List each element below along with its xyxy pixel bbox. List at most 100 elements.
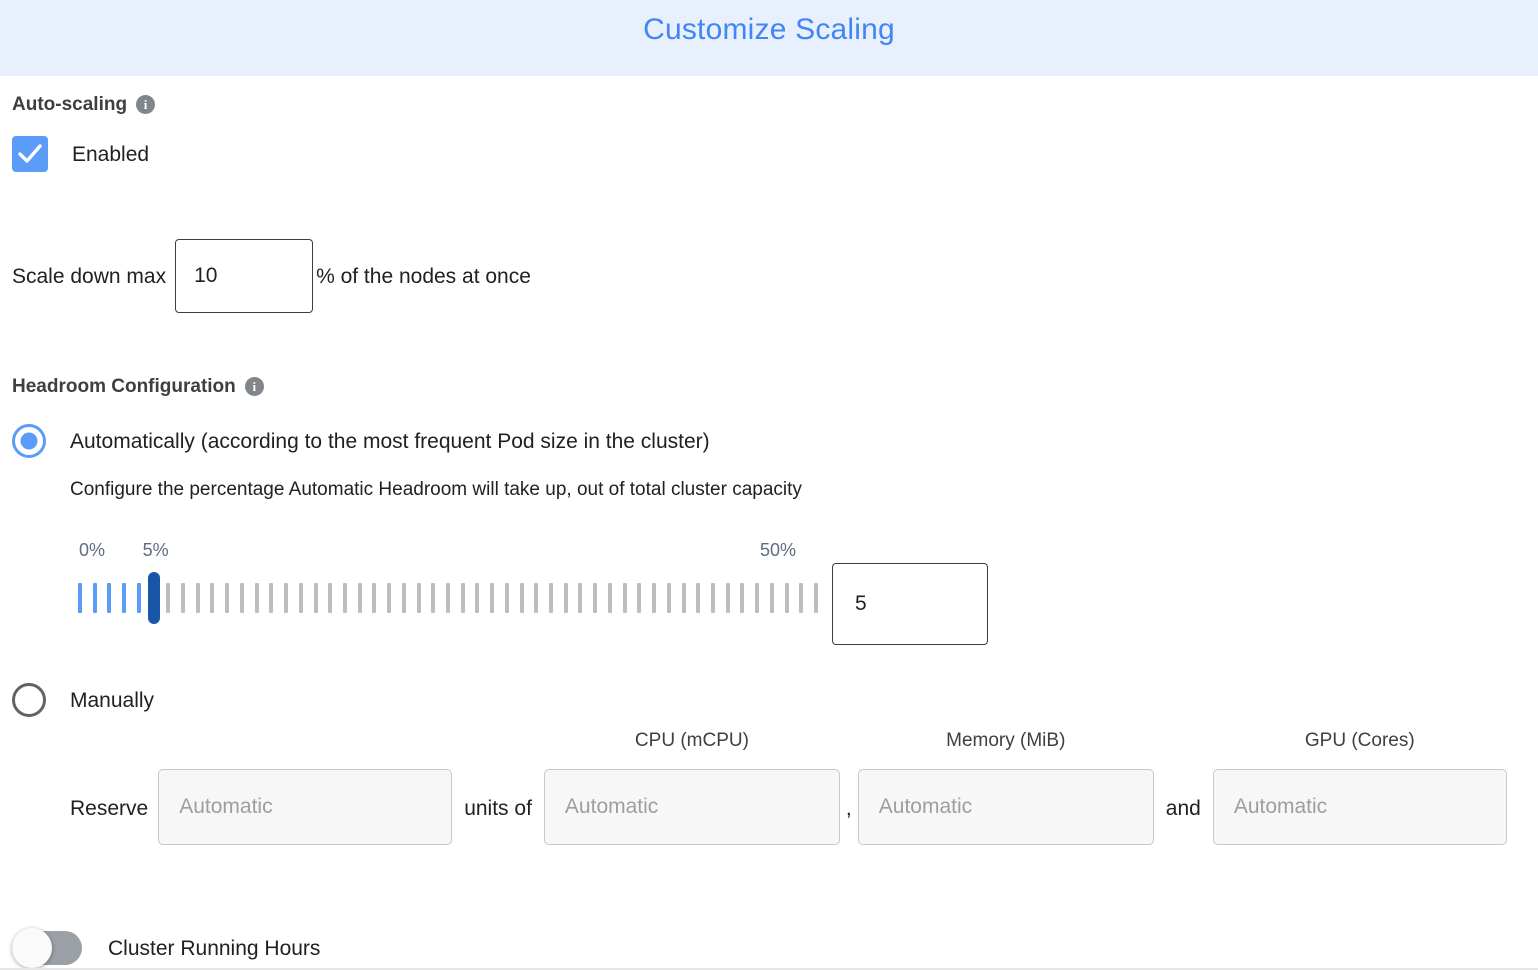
slider-tick	[225, 583, 230, 613]
reserve-gpu-header: GPU (Cores)	[1304, 730, 1415, 751]
reserve-label: Reserve	[70, 797, 149, 820]
slider-tick	[607, 583, 612, 613]
slider-tick	[210, 583, 215, 613]
slider-tick	[725, 583, 730, 613]
auto-scaling-enabled-checkbox[interactable]	[12, 136, 48, 172]
slider-tick-labels: 0% 5% 50%	[78, 541, 814, 567]
headroom-info-icon[interactable]: i	[244, 377, 264, 396]
headroom-percentage-slider-area: 0% 5% 50%	[12, 541, 1526, 645]
scale-down-max-suffix: % of the nodes at once	[316, 264, 531, 288]
slider-tick	[254, 583, 259, 613]
headroom-header: Headroom Configuration i	[12, 377, 1526, 396]
slider-tick	[799, 583, 804, 613]
headroom-slider[interactable]: 0% 5% 50%	[78, 541, 818, 624]
slider-tick	[357, 583, 362, 613]
slider-tick	[519, 583, 524, 613]
slider-tick	[107, 583, 112, 613]
slider-tick	[563, 583, 568, 613]
reserve-memory-input[interactable]	[857, 769, 1154, 845]
slider-tick	[136, 583, 141, 613]
slider-tick	[696, 583, 701, 613]
headroom-configuration-section: Headroom Configuration i Automatically (…	[12, 377, 1526, 845]
headroom-automatic-description: Configure the percentage Automatic Headr…	[70, 479, 802, 500]
toggle-knob	[12, 928, 52, 968]
slider-tick	[401, 583, 406, 613]
headroom-percentage-input[interactable]	[832, 563, 988, 645]
slider-tick	[769, 583, 774, 613]
slider-tick	[475, 583, 480, 613]
reserve-count-input[interactable]	[158, 769, 453, 845]
units-of-label: units of	[464, 797, 532, 820]
auto-scaling-enabled-row[interactable]: Enabled	[12, 136, 1526, 172]
slider-tick	[593, 583, 598, 613]
reserve-cpu-col: CPU (mCPU)	[543, 730, 840, 845]
reserve-memory-col: Memory (MiB)	[857, 730, 1154, 845]
slider-tick	[328, 583, 333, 613]
slider-tick	[92, 583, 97, 613]
slider-tick	[313, 583, 318, 613]
headroom-manual-section: Manually Reserve units of CPU (mCPU) , M…	[12, 683, 1526, 845]
headroom-automatic-radio[interactable]	[12, 424, 46, 458]
slider-tick	[549, 583, 554, 613]
slider-max-label: 50%	[759, 540, 797, 560]
headroom-label: Headroom Configuration	[12, 376, 236, 397]
headroom-automatic-label: Automatically (according to the most fre…	[70, 429, 710, 453]
slider-tick	[446, 583, 450, 613]
auto-scaling-enabled-label: Enabled	[72, 142, 150, 166]
slider-tick	[239, 583, 244, 613]
headroom-manual-row[interactable]: Manually	[12, 683, 1526, 717]
slider-current-label: 5%	[142, 540, 169, 560]
slider-tick	[755, 583, 760, 613]
reserve-row: Reserve units of CPU (mCPU) , Memory (Mi…	[12, 731, 1526, 845]
slider-tick	[298, 583, 303, 613]
reserve-cpu-header: CPU (mCPU)	[634, 730, 749, 751]
slider-tick	[814, 583, 818, 613]
slider-tick	[784, 583, 789, 613]
slider-track[interactable]	[78, 572, 818, 624]
reserve-gpu-col: GPU (Cores)	[1212, 730, 1507, 845]
page-title: Customize Scaling	[643, 13, 895, 46]
auto-scaling-section: Auto-scaling i Enabled	[12, 95, 1526, 172]
slider-thumb[interactable]	[147, 572, 160, 624]
slider-tick	[284, 583, 289, 613]
reserve-count-header	[303, 731, 308, 751]
headroom-manual-label: Manually	[70, 688, 155, 712]
headroom-automatic-row[interactable]: Automatically (according to the most fre…	[12, 424, 1526, 458]
scale-down-max-label: Scale down max	[12, 264, 167, 288]
bottom-divider	[0, 968, 1538, 970]
reserve-gpu-input[interactable]	[1212, 769, 1507, 845]
slider-tick	[710, 583, 715, 613]
dialog-content: Auto-scaling i Enabled Scale down max % …	[0, 95, 1538, 968]
slider-tick	[166, 583, 171, 613]
dialog-header: Customize Scaling	[0, 0, 1538, 76]
headroom-manual-radio[interactable]	[12, 683, 46, 717]
cluster-running-hours-row[interactable]: Cluster Running Hours	[12, 928, 1526, 968]
slider-tick	[666, 583, 671, 613]
slider-tick	[637, 583, 642, 613]
slider-tick	[181, 583, 186, 613]
slider-tick	[504, 583, 509, 613]
cluster-running-hours-label: Cluster Running Hours	[108, 936, 321, 960]
slider-tick	[460, 583, 465, 613]
reserve-count-col	[158, 731, 453, 845]
scale-down-max-input[interactable]	[175, 239, 314, 313]
comma-separator: ,	[845, 797, 852, 820]
slider-tick	[387, 583, 392, 613]
auto-scaling-label: Auto-scaling	[12, 94, 128, 115]
slider-tick	[652, 583, 657, 613]
slider-tick	[578, 583, 583, 613]
auto-scaling-header: Auto-scaling i	[12, 95, 1526, 114]
slider-tick	[195, 583, 200, 613]
slider-tick	[122, 583, 127, 613]
reserve-cpu-input[interactable]	[543, 769, 840, 845]
slider-tick	[740, 583, 745, 613]
checkmark-icon	[18, 144, 42, 163]
info-icon[interactable]: i	[136, 95, 156, 114]
slider-tick	[622, 583, 627, 613]
slider-tick	[372, 583, 377, 613]
scale-down-max-row: Scale down max % of the nodes at once	[12, 239, 1526, 313]
cluster-running-hours-toggle[interactable]	[12, 928, 82, 968]
and-label: and	[1165, 797, 1201, 820]
reserve-memory-header: Memory (MiB)	[946, 730, 1066, 751]
slider-tick	[681, 583, 686, 613]
